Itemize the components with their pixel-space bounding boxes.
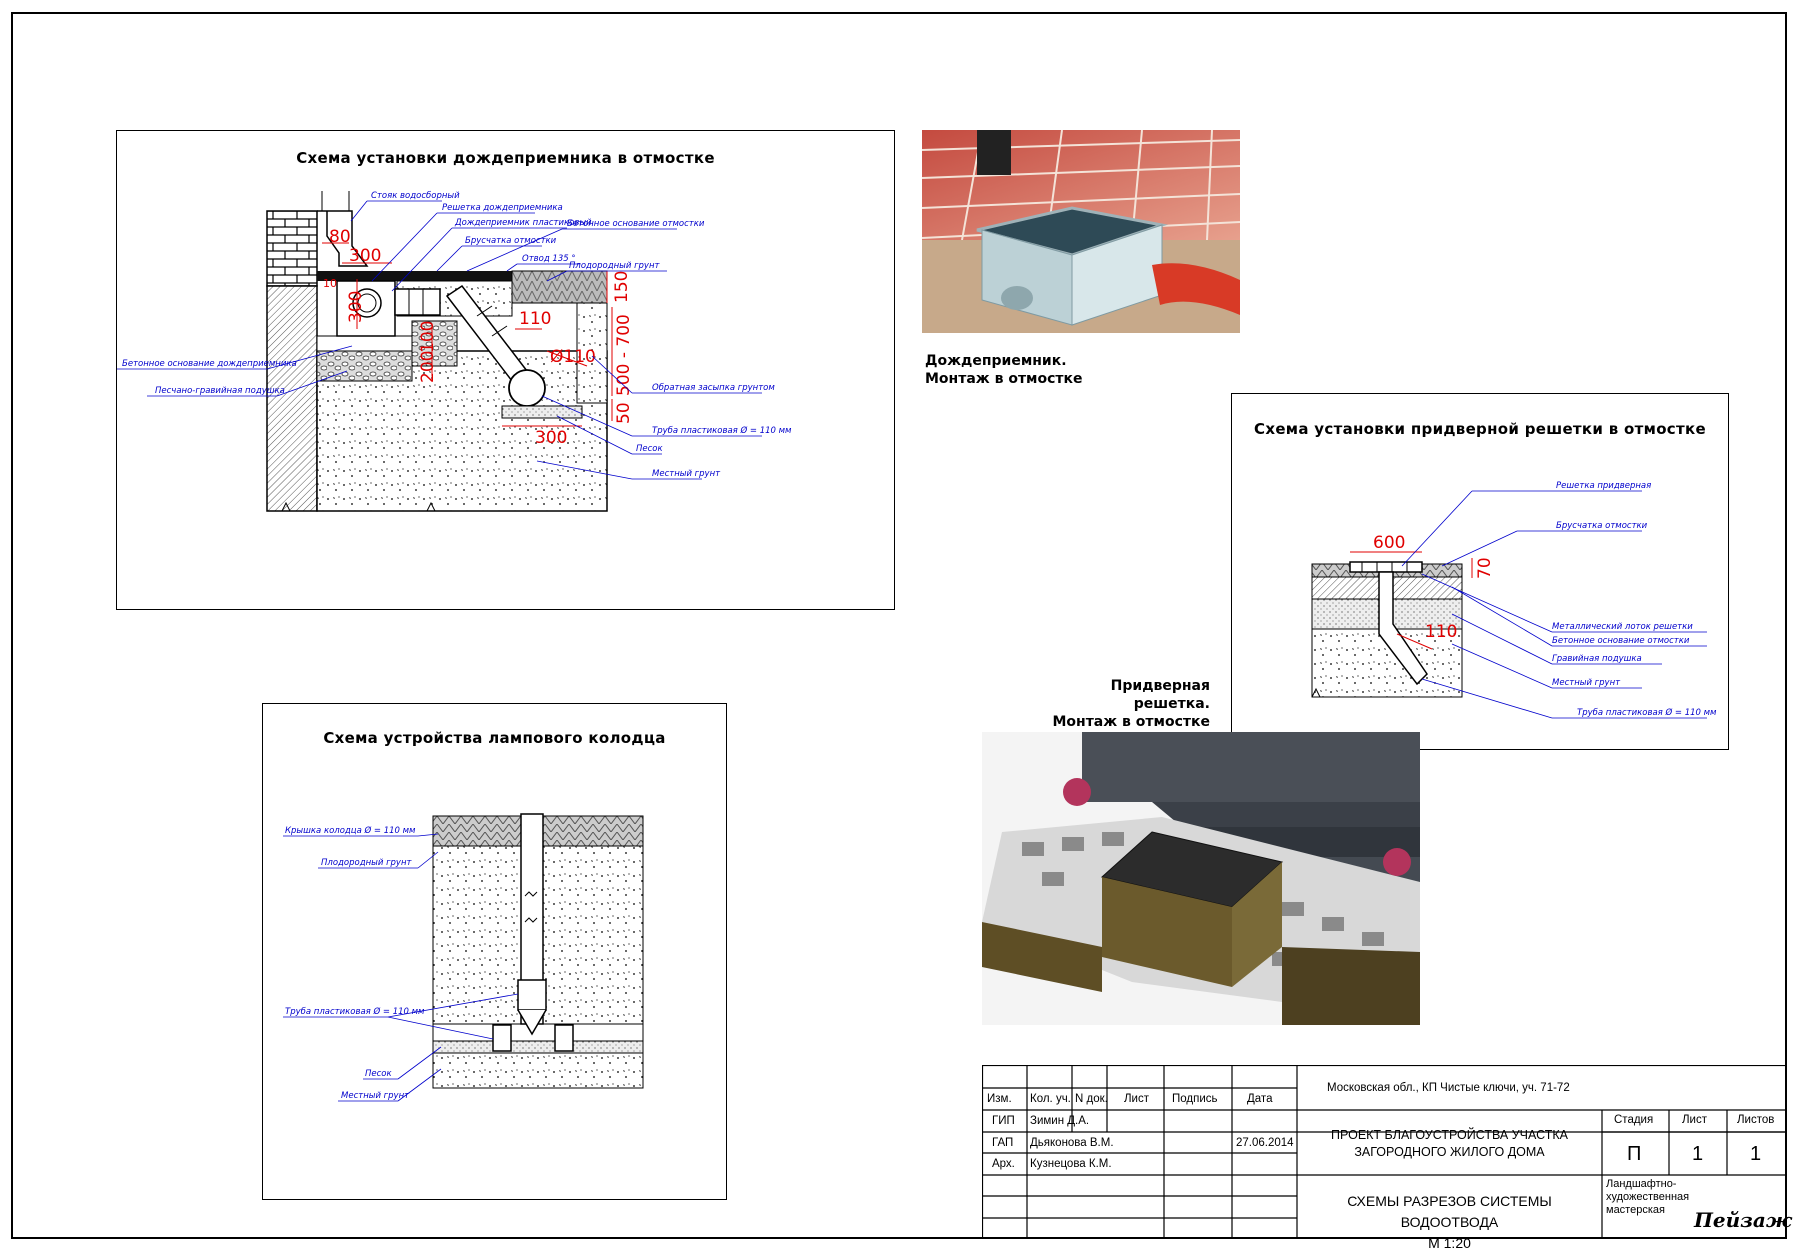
header-izm: Изм. bbox=[987, 1093, 1012, 1105]
role-gap: ГАП bbox=[992, 1137, 1014, 1149]
label-bruschatka: Брусчатка отмостки bbox=[1556, 521, 1648, 531]
dim-300-side: 300 bbox=[346, 291, 366, 323]
name-arch: Кузнецова К.М. bbox=[1030, 1158, 1112, 1170]
caption-photo2-line1: Придверная решетка. bbox=[1110, 678, 1210, 712]
title-block-grid bbox=[982, 1065, 1787, 1239]
role-arch: Арх. bbox=[992, 1158, 1015, 1170]
caption-photo2-line2: Монтаж в отмостке bbox=[1052, 714, 1210, 730]
dim-100: 100 bbox=[418, 321, 438, 353]
label-pesok: Песок bbox=[636, 444, 663, 454]
photo-door-grate bbox=[982, 732, 1420, 1025]
org-line2: художественная bbox=[1606, 1191, 1690, 1203]
photo-rain-inlet-image bbox=[922, 130, 1240, 333]
sheet-title-block: СХЕМЫ РАЗРЕЗОВ СИСТЕМЫ ВОДООТВОДА М 1:20 bbox=[1297, 1191, 1602, 1254]
caption-photo1-line1: Дождеприемник. bbox=[925, 353, 1067, 369]
sheet-border bbox=[11, 12, 1787, 1239]
name-gap: Дьяконова В.М. bbox=[1030, 1137, 1114, 1149]
label-kryshka: Крышка колодца Ø = 110 мм bbox=[285, 825, 416, 836]
title-block: Московская обл., КП Чистые ключи, уч. 71… bbox=[982, 1065, 1792, 1251]
sheet-title: СХЕМЫ РАЗРЕЗОВ СИСТЕМЫ ВОДООТВОДА bbox=[1347, 1193, 1552, 1230]
sheets-label: Листов bbox=[1737, 1114, 1775, 1126]
header-list: Лист bbox=[1124, 1093, 1149, 1105]
label-bruschatka: Брусчатка отмостки bbox=[465, 236, 557, 246]
door-grate-section-drawing: 600 70 110 Решетка придверная Брусчатка … bbox=[1311, 481, 1717, 719]
project-line1: ПРОЕКТ БЛАГОУСТРОЙСТВА УЧАСТКА bbox=[1331, 1128, 1568, 1142]
header-podpis: Подпись bbox=[1172, 1093, 1218, 1105]
project-title: ПРОЕКТ БЛАГОУСТРОЙСТВА УЧАСТКА ЗАГОРОДНО… bbox=[1297, 1127, 1602, 1161]
label-reshetka: Решетка придверная bbox=[1556, 481, 1651, 491]
label-pesok: Песок bbox=[365, 1069, 392, 1079]
label-beton-dozhd: Бетонное основание дождеприемника bbox=[122, 359, 297, 369]
role-gip: ГИП bbox=[992, 1115, 1015, 1127]
caption-photo1: Дождеприемник. Монтаж в отмостке bbox=[925, 352, 1083, 388]
org-line1: Ландшафтно- bbox=[1606, 1178, 1677, 1190]
logo: Пейзаж bbox=[1694, 1208, 1792, 1232]
stage-label: Стадия bbox=[1614, 1114, 1654, 1126]
date-gap: 27.06.2014 bbox=[1236, 1137, 1294, 1149]
label-plodorodny: Плодородный грунт bbox=[321, 858, 413, 868]
panel-rain-inlet: Схема установки дождеприемника в отмостк… bbox=[116, 130, 895, 610]
header-data: Дата bbox=[1247, 1093, 1273, 1105]
sheet-label: Лист bbox=[1682, 1114, 1707, 1126]
header-ndok: N док. bbox=[1075, 1093, 1108, 1105]
sheets-value: 1 bbox=[1750, 1143, 1762, 1165]
lamp-well-section-drawing: Крышка колодца Ø = 110 мм Плодородный гр… bbox=[283, 813, 644, 1102]
label-plodorodny: Плодородный грунт bbox=[569, 261, 661, 271]
header-kol: Кол. уч. bbox=[1030, 1093, 1071, 1105]
rain-inlet-section-drawing: 80 300 10 300 100 200 110 Ø110 150 500 -… bbox=[117, 191, 792, 512]
dim-50: 50 bbox=[614, 402, 634, 424]
dim-70: 70 bbox=[1475, 557, 1495, 579]
label-gravy: Гравийная подушка bbox=[1552, 654, 1642, 664]
dim-80: 80 bbox=[329, 227, 351, 247]
label-mestny: Местный грунт bbox=[341, 1091, 410, 1101]
label-stoyak: Стояк водосборный bbox=[371, 191, 460, 201]
dim-110: 110 bbox=[1425, 622, 1457, 642]
org-line3: мастерская bbox=[1606, 1204, 1665, 1216]
sheet-value: 1 bbox=[1692, 1143, 1704, 1165]
dim-300-top: 300 bbox=[349, 246, 381, 266]
label-mestny: Местный грунт bbox=[652, 469, 721, 479]
label-mestny: Местный грунт bbox=[1552, 678, 1621, 688]
label-betonnoe-otm: Бетонное основание отмостки bbox=[567, 219, 705, 229]
dim-500-700: 500 - 700 bbox=[614, 314, 634, 396]
caption-photo1-line2: Монтаж в отмостке bbox=[925, 371, 1083, 387]
dim-110: 110 bbox=[519, 309, 551, 329]
panel-title: Схема установки дождеприемника в отмостк… bbox=[296, 149, 715, 167]
panel-lamp-well: Схема устройства лампового колодца Крышк… bbox=[262, 703, 727, 1200]
label-otvod: Отвод 135 ° bbox=[522, 254, 576, 264]
label-reshetka: Решетка дождеприемника bbox=[442, 203, 563, 213]
project-line2: ЗАГОРОДНОГО ЖИЛОГО ДОМА bbox=[1354, 1145, 1545, 1159]
panel-title: Схема установки придверной решетки в отм… bbox=[1254, 420, 1706, 438]
dim-200: 200 bbox=[418, 351, 438, 383]
label-dozhdepriemnik: Дождеприемник пластиковый bbox=[454, 218, 592, 228]
dim-600: 600 bbox=[1373, 533, 1405, 553]
label-zasypka: Обратная засыпка грунтом bbox=[652, 383, 775, 393]
label-truba: Труба пластиковая Ø = 110 мм bbox=[1577, 707, 1717, 718]
panel-title: Схема устройства лампового колодца bbox=[323, 729, 666, 747]
photo-door-grate-image bbox=[982, 732, 1420, 1025]
label-lotok: Металлический лоток решетки bbox=[1552, 622, 1693, 632]
label-peschano: Песчано-гравийная подушка bbox=[155, 386, 285, 396]
dim-300-bottom: 300 bbox=[535, 428, 567, 448]
dim-150: 150 bbox=[612, 271, 632, 303]
label-truba: Труба пластиковая Ø = 110 мм bbox=[652, 425, 792, 436]
label-beton: Бетонное основание отмостки bbox=[1552, 636, 1690, 646]
dim-10: 10 bbox=[323, 277, 337, 290]
scale: М 1:20 bbox=[1428, 1235, 1471, 1251]
address: Московская обл., КП Чистые ключи, уч. 71… bbox=[1327, 1082, 1570, 1094]
name-gip: Зимин Д.А. bbox=[1030, 1115, 1090, 1127]
label-truba: Труба пластиковая Ø = 110 мм bbox=[285, 1006, 425, 1017]
caption-photo2: Придверная решетка. Монтаж в отмостке bbox=[1030, 677, 1210, 731]
panel-door-grate: Схема установки придверной решетки в отм… bbox=[1231, 393, 1729, 750]
photo-rain-inlet bbox=[922, 130, 1240, 333]
stage-value: П bbox=[1627, 1143, 1642, 1165]
dim-phi110: Ø110 bbox=[550, 347, 596, 367]
